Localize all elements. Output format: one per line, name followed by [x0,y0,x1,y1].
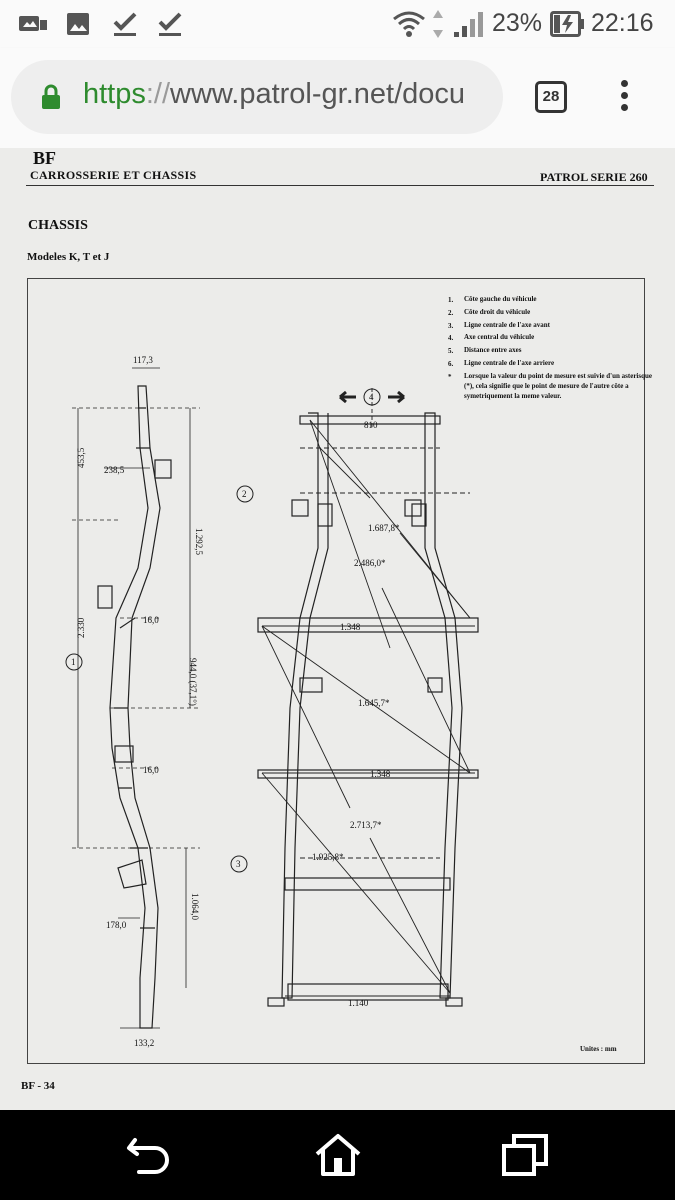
legend-item: 5.Distance entre axes [448,346,522,356]
back-icon[interactable] [125,1132,175,1178]
battery-percent: 23% [492,9,543,37]
section-subtitle: Modeles K, T et J [27,251,110,263]
download-done-icon [113,12,137,36]
dim-side-bottom: 133,2 [134,1038,154,1048]
header-divider [26,185,654,186]
battery-charging-icon [550,11,584,37]
page-number: BF - 34 [21,1080,55,1092]
diagram-frame [27,278,645,1064]
legend: 1.Côte gauche du véhicule 2.Côte droit d… [448,294,653,401]
marker-4: 4 [369,392,374,402]
wifi-icon [393,11,425,37]
dim-plan-1645: 1.645,7* [358,698,390,708]
marker-1: 1 [71,657,76,667]
units-note: Unites : mm [580,1045,617,1053]
dim-plan-1348b: 1.348 [370,769,391,779]
document-page: BF CARROSSERIE ET CHASSIS PATROL SERIE 2… [0,148,675,1110]
data-arrows-icon [433,10,443,38]
dim-plan-810: 810 [364,420,378,430]
marker-2: 2 [242,489,247,499]
recents-icon[interactable] [500,1132,550,1178]
dim-side-178: 178,0 [106,920,127,930]
legend-item: 3.Ligne centrale de l'axe avant [448,320,550,330]
lock-icon [42,84,60,109]
url-text[interactable]: https://www.patrol-gr.net/docu [83,78,465,111]
plan-view-frame [257,412,479,1007]
download-done-icon [158,12,182,36]
section-title: CHASSIS [28,218,88,233]
dim-plan-1925: 1.925,8* [312,852,344,862]
header-category: CARROSSERIE ET CHASSIS [30,168,197,182]
side-view-dimension-lines [72,367,200,1029]
dim-side-16a: 16,0 [143,615,159,625]
legend-item: 6.Ligne centrale de l'axe arriere [448,358,555,368]
url-separator: :// [145,78,171,110]
clock-time: 22:16 [591,9,654,37]
legend-item: 4.Axe central du véhicule [448,333,535,343]
dim-side-16b: 16,0 [143,765,159,775]
dim-side-944: 944,0 (37,1°) [188,658,198,706]
dim-side-1292: 1.292,5 [194,528,204,556]
side-view-frame [97,385,172,1029]
dim-plan-2486: 2.486,0* [354,558,386,568]
dim-plan-1348a: 1.348 [340,622,361,632]
overflow-menu-icon[interactable] [618,80,630,116]
dim-plan-1140: 1.140 [348,998,369,1008]
dim-plan-2713: 2.713,7* [350,820,382,830]
notification-image-icon [19,16,47,31]
legend-item: 1.Côte gauche du véhicule [448,295,537,304]
url-host-path: www.patrol-gr.net/docu [170,78,466,110]
chassis-diagram: 1 2 3 4 117,3 453,5 238,5 1.292,5 2.330 … [65,355,479,1048]
plan-view-measurement-lines [261,388,475,997]
status-bar: 23% 22:16 [0,0,675,48]
tab-switcher-button[interactable]: 28 [535,81,567,113]
dim-side-453: 453,5 [76,447,86,468]
dim-side-top: 117,3 [133,355,153,365]
navigation-bar [0,1110,675,1200]
signal-icon [454,12,483,37]
dim-side-2330: 2.330 [76,617,86,638]
dim-side-1064: 1.064,0 [190,893,200,921]
legend-note: *Lorsque la valeur du point de mesure es… [448,371,652,400]
dim-side-238: 238,5 [104,465,125,475]
url-scheme: https [83,78,146,110]
legend-item: 2.Côte droit du véhicule [448,307,531,317]
dim-plan-1687: 1.687,8* [368,523,400,533]
address-bar[interactable]: https://www.patrol-gr.net/docu [11,60,503,134]
home-icon[interactable] [313,1132,363,1178]
header-model: PATROL SERIE 260 [540,170,648,184]
browser-toolbar: https://www.patrol-gr.net/docu 28 [0,48,675,148]
gallery-icon [67,13,89,35]
section-code: BF [33,148,57,168]
marker-3: 3 [236,859,241,869]
